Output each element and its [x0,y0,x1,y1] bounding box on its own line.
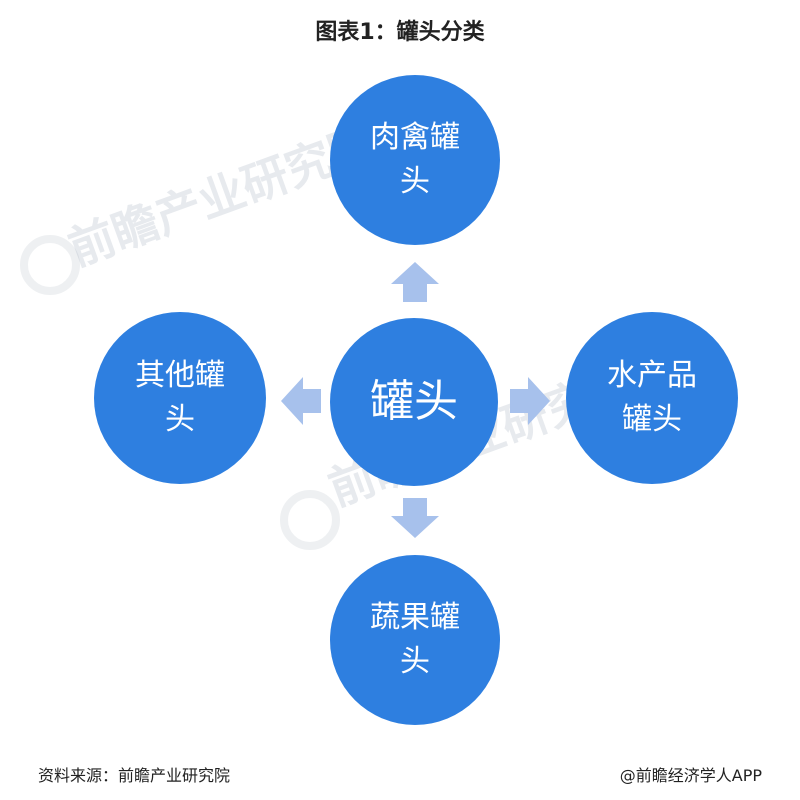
arrow-right-icon [510,377,550,425]
source-note: 资料来源：前瞻产业研究院 [38,766,231,785]
center-node: 罐头 [330,318,498,486]
watermark-logo-icon [20,235,80,295]
node-other-label: 其他罐头 [135,358,225,437]
node-fruit-vegetable: 蔬果罐头 [330,555,500,725]
brand-credit: @前瞻经济学人APP [619,766,762,785]
page-title: 图表1：罐头分类 [315,20,485,45]
node-meat-poultry-label: 肉禽罐头 [370,120,460,199]
node-other: 其他罐头 [94,312,266,484]
watermark-logo-icon [280,490,340,550]
arrow-down-icon [391,498,439,538]
node-fruit-vegetable-label: 蔬果罐头 [370,600,460,679]
node-meat-poultry: 肉禽罐头 [330,75,500,245]
arrow-left-icon [281,377,321,425]
center-node-label: 罐头 [370,376,458,427]
node-aquatic: 水产品罐头 [566,312,738,484]
node-aquatic-label: 水产品罐头 [607,358,697,437]
arrow-up-icon [391,262,439,302]
